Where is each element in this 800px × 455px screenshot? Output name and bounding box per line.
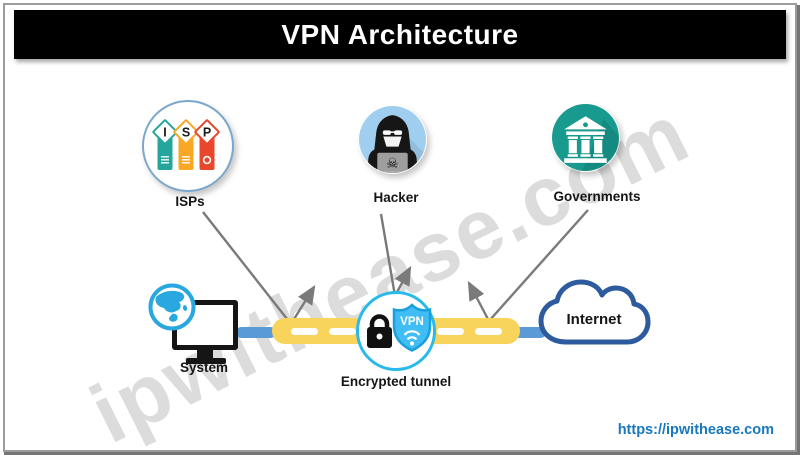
title-bar: VPN Architecture (14, 10, 786, 59)
tunnel-connector-right (512, 327, 546, 338)
vpn-shield-text: VPN (400, 316, 424, 328)
page-title: VPN Architecture (281, 18, 519, 50)
governments-label: Governments (553, 189, 641, 204)
footer-url-link[interactable]: https://ipwithease.com (617, 422, 774, 438)
government-icon (551, 103, 620, 172)
monitor-base (186, 358, 226, 364)
isp-letter-i: I (163, 126, 166, 140)
isps-label: ISPs (175, 194, 205, 209)
globe-icon (148, 283, 196, 331)
hacker-bounce-arrow (379, 213, 412, 300)
tunnel-dash (437, 327, 464, 335)
isp-banners-icon: I S P (152, 119, 220, 170)
hacker-label: Hacker (373, 190, 419, 205)
padlock-icon (367, 314, 392, 348)
hacker-icon: ☠ (358, 105, 427, 174)
tunnel-dash (475, 327, 502, 335)
monitor-stand (197, 349, 213, 359)
skull-icon: ☠ (386, 156, 399, 172)
system-label: System (179, 360, 229, 375)
tunnel-connector-left (236, 327, 276, 338)
isp-letter-p: P (203, 126, 211, 140)
vpn-badge: VPN (356, 291, 436, 371)
isp-icon: I S P (142, 100, 234, 192)
encrypted-tunnel-label: Encrypted tunnel (340, 374, 452, 389)
internet-cloud-icon: Internet (536, 276, 652, 354)
isp-letter-s: S (182, 126, 190, 140)
vpn-shield-icon: VPN (392, 303, 432, 352)
internet-label: Internet (566, 311, 621, 328)
tunnel-dash (329, 327, 356, 335)
tunnel-dash (291, 327, 318, 335)
